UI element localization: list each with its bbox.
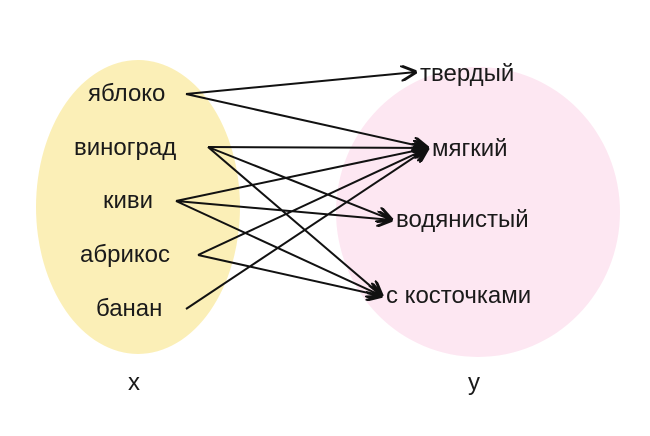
set-y-label: y: [468, 369, 480, 396]
y-item-myagkiy: мягкий: [432, 135, 508, 162]
arrow-10: [185, 148, 428, 310]
mapping-arrows: [175, 72, 428, 310]
arrow-7: [175, 200, 382, 296]
set-x-label: x: [128, 369, 140, 396]
x-item-banan: банан: [96, 295, 162, 322]
x-item-yabloko: яблоко: [88, 80, 165, 107]
arrow-2: [207, 147, 428, 148]
x-item-kivi: киви: [103, 187, 153, 214]
arrow-6: [175, 200, 392, 220]
arrow-4: [207, 146, 382, 296]
y-item-tverdyy: твердый: [420, 60, 514, 87]
y-item-s-kostochkami: с косточками: [386, 282, 531, 309]
arrow-3: [207, 146, 392, 220]
arrow-5: [175, 148, 428, 202]
x-item-vinograd: виноград: [74, 134, 176, 161]
arrow-9: [197, 254, 382, 296]
arrow-1: [185, 93, 428, 148]
set-y-ellipse: [336, 67, 620, 357]
arrow-8: [197, 148, 428, 256]
set-x-ellipse: [36, 60, 240, 354]
x-item-abrikos: абрикос: [80, 241, 170, 268]
arrow-0: [185, 72, 416, 95]
y-item-vodyanistyy: водянистый: [396, 206, 529, 233]
